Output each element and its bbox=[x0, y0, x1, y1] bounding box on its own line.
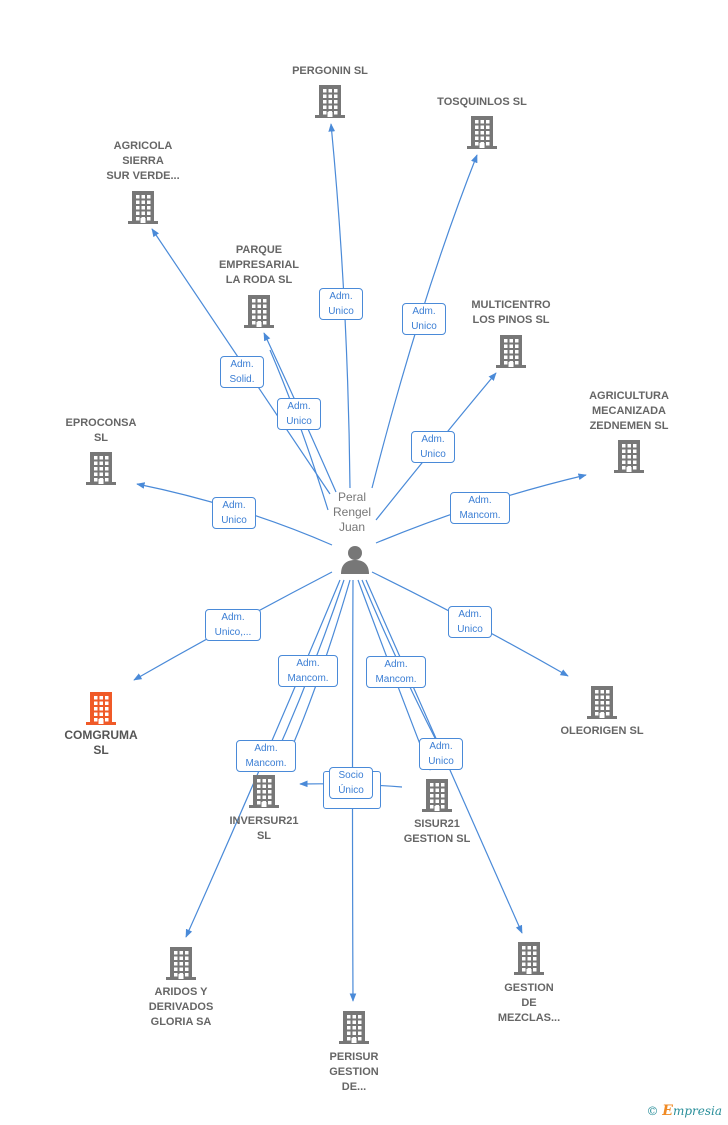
gestion-label: GESTION DE MEZCLAS... bbox=[497, 982, 561, 1024]
person-label: Peral Rengel Juan bbox=[332, 490, 372, 534]
parque-2-edge bbox=[269, 349, 329, 511]
aridos-label: ARIDOS Y DERIVADOS GLORIA SA bbox=[148, 986, 214, 1028]
copyright-symbol: © bbox=[646, 1104, 659, 1118]
sisur-label: SISUR21 GESTION SL bbox=[403, 818, 471, 845]
gestion-node[interactable]: GESTION DE MEZCLAS... bbox=[464, 981, 594, 1026]
parque-relation-tag[interactable]: Adm. Unico bbox=[277, 398, 321, 430]
comgruma-relation-tag[interactable]: Adm. Unico,... bbox=[205, 609, 261, 641]
oleorigen-relation-tag[interactable]: Adm. Unico bbox=[448, 606, 492, 638]
oleorigen-label: OLEORIGEN SL bbox=[560, 725, 644, 737]
agricola-label: AGRICOLA SIERRA SUR VERDE... bbox=[106, 140, 180, 182]
tosquinlos-label: TOSQUINLOS SL bbox=[437, 96, 527, 108]
eproconsa-relation-tag[interactable]: Adm. Unico bbox=[212, 497, 256, 529]
inversur-node[interactable]: INVERSUR21 SL bbox=[199, 814, 329, 844]
sisur-node[interactable]: SISUR21 GESTION SL bbox=[372, 817, 502, 847]
perisur-building-icon[interactable] bbox=[339, 1009, 369, 1050]
socio-relation-tag[interactable]: Socio Único bbox=[329, 767, 373, 799]
inversur-a-relation-tag[interactable]: Adm. Mancom. bbox=[278, 655, 338, 687]
multicentro-label: MULTICENTRO LOS PINOS SL bbox=[471, 299, 551, 326]
multicentro-node[interactable]: MULTICENTRO LOS PINOS SL bbox=[446, 298, 576, 328]
perisur-label: PERISUR GESTION DE... bbox=[329, 1051, 379, 1093]
aridos-building-icon[interactable] bbox=[166, 945, 196, 986]
brand-name: mpresia bbox=[672, 1104, 722, 1118]
agricola-relation-tag[interactable]: Adm. Solid. bbox=[220, 356, 264, 388]
agricultura-node[interactable]: AGRICULTURA MECANIZADA ZEDNEMEN SL bbox=[564, 389, 694, 434]
sisur-b-relation-tag[interactable]: Adm. Unico bbox=[419, 738, 463, 770]
parque-label: PARQUE EMPRESARIAL LA RODA SL bbox=[218, 244, 300, 286]
brand-logo: © Empresia bbox=[646, 1103, 722, 1119]
eproconsa-building-icon[interactable] bbox=[86, 450, 116, 491]
oleorigen-building-icon[interactable] bbox=[587, 684, 617, 725]
parque-node[interactable]: PARQUE EMPRESARIAL LA RODA SL bbox=[194, 243, 324, 288]
multicentro-building-icon[interactable] bbox=[496, 333, 526, 374]
person-icon[interactable] bbox=[340, 544, 370, 579]
tosquinlos-node[interactable]: TOSQUINLOS SL bbox=[417, 95, 547, 110]
inversur-building-icon[interactable] bbox=[249, 773, 279, 814]
agricola-building-icon[interactable] bbox=[128, 189, 158, 230]
aridos-node[interactable]: ARIDOS Y DERIVADOS GLORIA SA bbox=[116, 985, 246, 1030]
pergonin-relation-tag[interactable]: Adm. Unico bbox=[319, 288, 363, 320]
eproconsa-node[interactable]: EPROCONSA SL bbox=[36, 416, 166, 446]
comgruma-label: COMGRUMA SL bbox=[64, 728, 138, 757]
eproconsa-label: EPROCONSA SL bbox=[65, 417, 137, 444]
parque-building-icon[interactable] bbox=[244, 293, 274, 334]
pergonin-node[interactable]: PERGONIN SL bbox=[265, 64, 395, 79]
sisur-a-relation-tag[interactable]: Adm. Mancom. bbox=[366, 656, 426, 688]
agricultura-relation-tag[interactable]: Adm. Mancom. bbox=[450, 492, 510, 524]
tosquinlos-building-icon[interactable] bbox=[467, 114, 497, 155]
brand-initial: E bbox=[662, 1103, 673, 1119]
agricola-node[interactable]: AGRICOLA SIERRA SUR VERDE... bbox=[78, 139, 208, 184]
sisur-building-icon[interactable] bbox=[422, 777, 452, 818]
gestion-building-icon[interactable] bbox=[514, 940, 544, 981]
perisur-node[interactable]: PERISUR GESTION DE... bbox=[289, 1050, 419, 1095]
oleorigen-node[interactable]: OLEORIGEN SL bbox=[537, 724, 667, 739]
agricultura-building-icon[interactable] bbox=[614, 438, 644, 479]
inversur-label: INVERSUR21 SL bbox=[229, 815, 299, 842]
multicentro-relation-tag[interactable]: Adm. Unico bbox=[411, 431, 455, 463]
inversur-b-relation-tag[interactable]: Adm. Mancom. bbox=[236, 740, 296, 772]
pergonin-label: PERGONIN SL bbox=[292, 65, 368, 77]
comgruma-building-icon[interactable] bbox=[86, 690, 116, 731]
agricultura-label: AGRICULTURA MECANIZADA ZEDNEMEN SL bbox=[589, 390, 669, 432]
pergonin-building-icon[interactable] bbox=[315, 83, 345, 124]
comgruma-node[interactable]: COMGRUMA SL bbox=[36, 728, 166, 758]
tosquinlos-relation-tag[interactable]: Adm. Unico bbox=[402, 303, 446, 335]
